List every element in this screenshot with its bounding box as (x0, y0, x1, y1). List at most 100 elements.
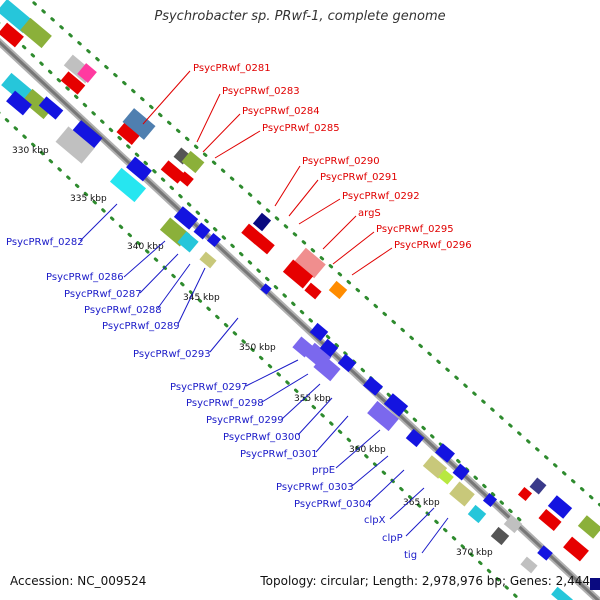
feature-red-12 (563, 536, 589, 562)
gene-label-PsycPRwf_0281[interactable]: PsycPRwf_0281 (193, 63, 271, 74)
feature-cyan-4 (177, 231, 199, 253)
gene-label-PsycPRwf_0292[interactable]: PsycPRwf_0292 (342, 191, 420, 202)
leader-0297 (245, 359, 299, 387)
feature-blue-16 (482, 492, 498, 508)
gene-label-PsycPRwf_0284[interactable]: PsycPRwf_0284 (242, 106, 320, 117)
feature-olive (20, 17, 52, 49)
tick-330: 330 kbp (12, 146, 49, 156)
leader-0303 (351, 455, 389, 487)
inner-track (0, 111, 522, 600)
gene-label-PsycPRwf_0287[interactable]: PsycPRwf_0287 (64, 289, 142, 300)
feature-blue-7 (206, 232, 222, 248)
leader-0289 (177, 267, 206, 325)
feature-blue-11 (363, 376, 383, 396)
feature-red-7 (253, 233, 275, 255)
feature-blue-17 (547, 495, 573, 519)
gene-label-PsycPRwf_0288[interactable]: PsycPRwf_0288 (84, 305, 162, 316)
tick-365: 365 kbp (403, 498, 440, 508)
leader-args (322, 215, 357, 250)
leader-clpp (405, 507, 435, 537)
tick-340: 340 kbp (127, 242, 164, 252)
feature-olive-5 (577, 515, 600, 539)
backbone-inner (0, 40, 600, 600)
gene-label-PsycPRwf_0283[interactable]: PsycPRwf_0283 (222, 86, 300, 97)
gene-label-PsycPRwf_0301[interactable]: PsycPRwf_0301 (240, 449, 318, 460)
feature-red-10 (517, 486, 533, 502)
gene-label-PsycPRwf_0295[interactable]: PsycPRwf_0295 (376, 224, 454, 235)
feature-blue (6, 90, 32, 116)
gene-label-PsycPRwf_0303[interactable]: PsycPRwf_0303 (276, 482, 354, 493)
gene-label-argS[interactable]: argS (358, 208, 381, 219)
feature-cyan-2 (1, 72, 33, 104)
leader-0299 (281, 383, 321, 420)
gene-label-PsycPRwf_0298[interactable]: PsycPRwf_0298 (186, 398, 264, 409)
gene-label-prpE[interactable]: prpE (312, 465, 335, 476)
gene-label-clpX[interactable]: clpX (364, 515, 386, 526)
feature-khaki-2 (422, 455, 448, 479)
gene-label-PsycPRwf_0293[interactable]: PsycPRwf_0293 (133, 349, 211, 360)
gene-label-tig[interactable]: tig (404, 550, 417, 561)
gene-label-PsycPRwf_0289[interactable]: PsycPRwf_0289 (102, 321, 180, 332)
gene-label-PsycPRwf_0299[interactable]: PsycPRwf_0299 (206, 415, 284, 426)
feature-olive-3 (181, 150, 205, 174)
feature-blue-4 (126, 156, 152, 182)
leader-0292 (298, 198, 341, 225)
feature-blue-5 (173, 206, 199, 230)
gene-label-PsycPRwf_0297[interactable]: PsycPRwf_0297 (170, 382, 248, 393)
gene-label-PsycPRwf_0286[interactable]: PsycPRwf_0286 (46, 272, 124, 283)
feature-blue-18 (537, 545, 553, 561)
leader-tig (421, 517, 449, 554)
gene-label-PsycPRwf_0290[interactable]: PsycPRwf_0290 (302, 156, 380, 167)
gene-label-PsycPRwf_0300[interactable]: PsycPRwf_0300 (223, 432, 301, 443)
leader-prpe (335, 429, 381, 469)
tick-345: 345 kbp (183, 293, 220, 303)
leader-0288 (157, 263, 191, 309)
feature-cyan-3 (109, 167, 147, 203)
leader-0301 (315, 415, 349, 453)
leader-0286 (123, 240, 166, 278)
leader-0290 (274, 165, 301, 207)
gene-label-PsycPRwf_0285[interactable]: PsycPRwf_0285 (262, 123, 340, 134)
gene-label-PsycPRwf_0282[interactable]: PsycPRwf_0282 (6, 237, 84, 248)
feature-red-5 (178, 171, 194, 187)
gene-label-PsycPRwf_0304[interactable]: PsycPRwf_0304 (294, 499, 372, 510)
feature-purple-3 (313, 354, 341, 382)
feature-red-3 (116, 122, 140, 146)
tick-370: 370 kbp (456, 548, 493, 558)
feature-red-2 (60, 71, 86, 95)
feature-gray-2 (55, 126, 95, 164)
gene-label-PsycPRwf_0291[interactable]: PsycPRwf_0291 (320, 172, 398, 183)
feature-blue-15 (452, 463, 470, 481)
feature-navy (252, 212, 272, 232)
leader-clpx (389, 487, 425, 520)
feature-gray-3 (503, 514, 523, 534)
tick-350: 350 kbp (239, 343, 276, 353)
feature-steel (122, 108, 156, 140)
reverse-gene-labels: PsycPRwf_0282 PsycPRwf_0286 PsycPRwf_028… (6, 203, 449, 561)
gene-label-PsycPRwf_0296[interactable]: PsycPRwf_0296 (394, 240, 472, 251)
leader-0295 (332, 231, 375, 265)
tick-labels: 330 kbp 335 kbp 340 kbp 345 kbp 350 kbp … (12, 146, 493, 558)
feature-blue-6 (193, 222, 211, 240)
tick-335: 335 kbp (70, 194, 107, 204)
feature-red-8 (282, 259, 314, 289)
feature-blue-3 (69, 120, 103, 152)
leader-0283 (196, 93, 221, 143)
feature-cyan (0, 0, 34, 34)
feature-salmon (294, 247, 326, 279)
feature-blue-tiny (260, 283, 272, 295)
leader-0284 (202, 113, 241, 153)
gene-label-clpP[interactable]: clpP (382, 533, 403, 544)
feature-cyan-6 (551, 586, 573, 600)
feature-red-11 (538, 508, 562, 532)
feature-blue-9 (319, 338, 339, 358)
feature-dark-2 (490, 526, 510, 546)
accession-label: Accession: NC_009524 (10, 574, 147, 588)
feature-blue-10 (337, 353, 357, 373)
feature-purple-4 (367, 400, 399, 432)
feature-red-9 (304, 282, 322, 300)
tick-360: 360 kbp (349, 445, 386, 455)
